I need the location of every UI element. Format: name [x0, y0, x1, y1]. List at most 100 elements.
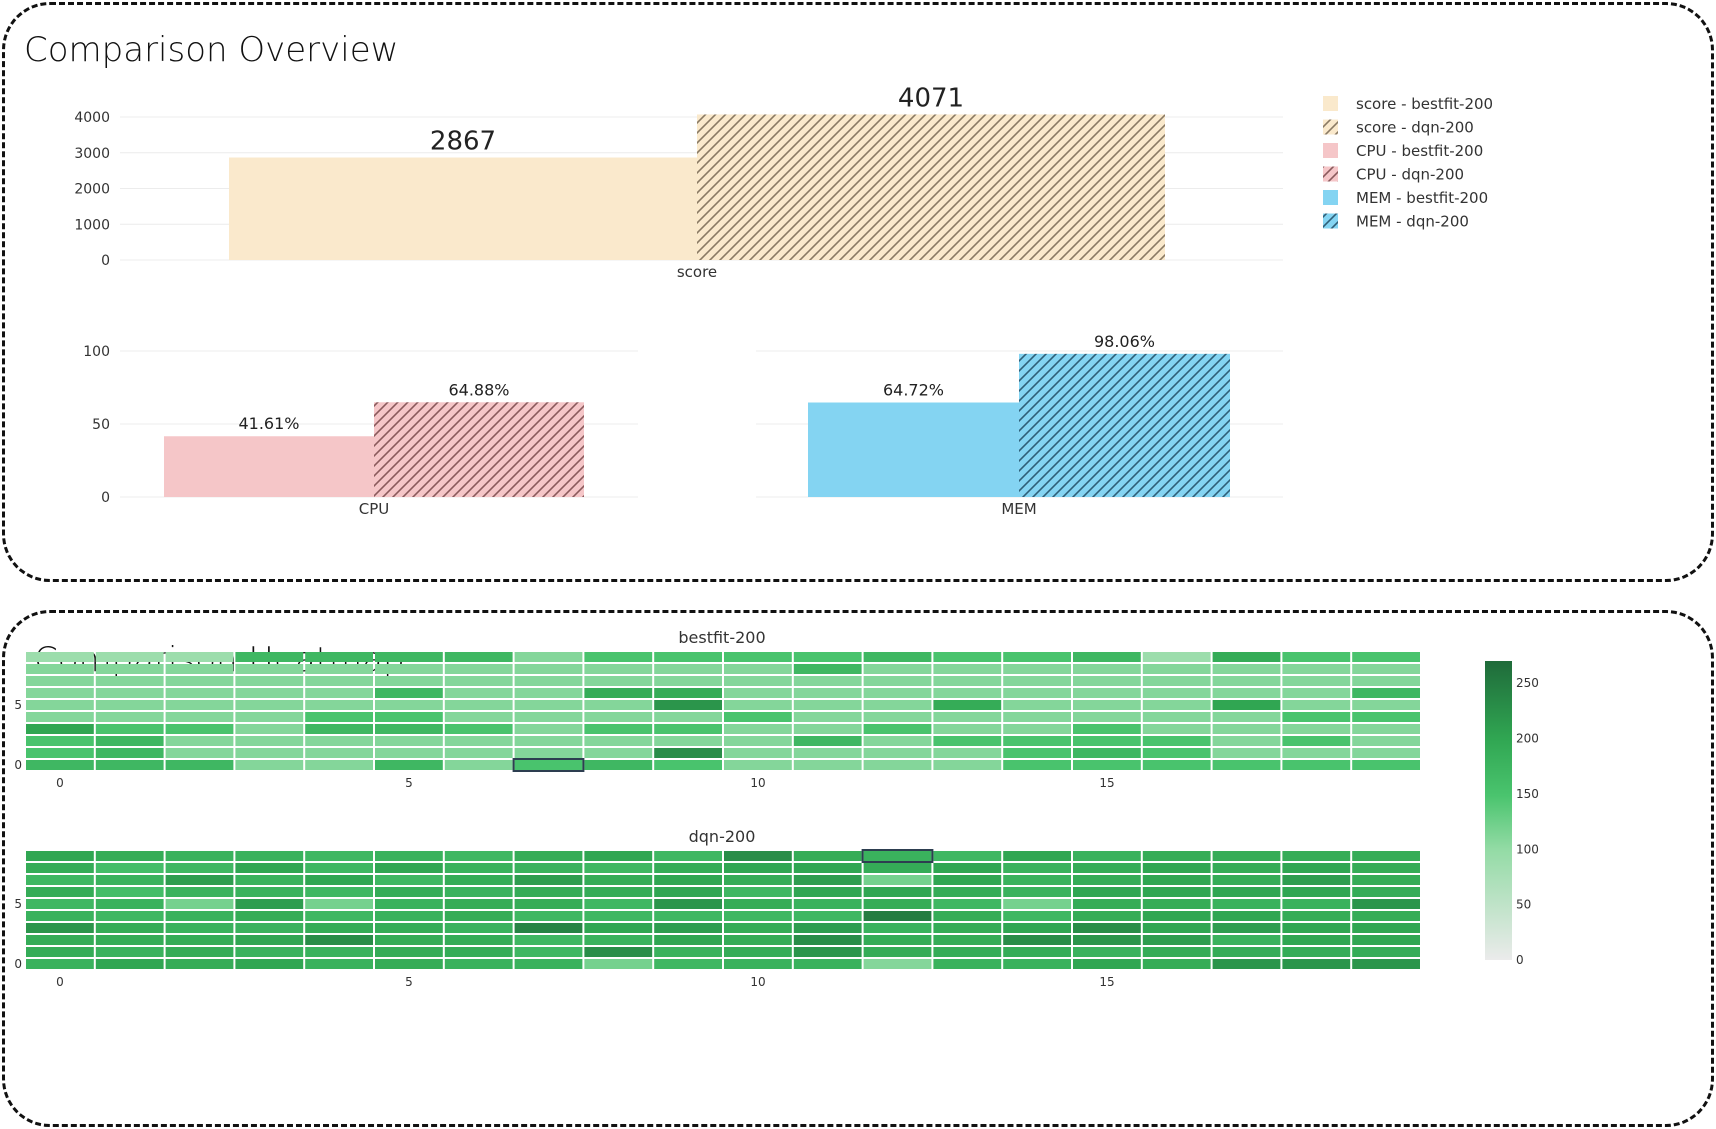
- heatmap-cell[interactable]: [26, 712, 94, 722]
- legend-item[interactable]: CPU - dqn-200: [1323, 166, 1464, 184]
- heatmap-cell[interactable]: [165, 863, 234, 873]
- heatmap-cell[interactable]: [95, 664, 164, 674]
- heatmap-cell[interactable]: [235, 959, 304, 969]
- heatmap-cell[interactable]: [654, 712, 722, 722]
- heatmap-cell[interactable]: [1003, 760, 1071, 770]
- heatmap-cell[interactable]: [1282, 899, 1351, 909]
- heatmap-cell[interactable]: [375, 688, 443, 698]
- heatmap-cell[interactable]: [235, 652, 304, 662]
- heatmap-cell[interactable]: [863, 875, 932, 885]
- heatmap-cell[interactable]: [305, 700, 373, 710]
- heatmap-cell[interactable]: [26, 676, 94, 686]
- heatmap-cell[interactable]: [793, 676, 862, 686]
- heatmap-cell[interactable]: [444, 652, 513, 662]
- bar[interactable]: [697, 114, 1165, 260]
- bar[interactable]: [808, 402, 1019, 497]
- heatmap-cell[interactable]: [1003, 959, 1071, 969]
- heatmap-cell[interactable]: [1212, 688, 1281, 698]
- heatmap-cell[interactable]: [1282, 664, 1351, 674]
- heatmap-cell[interactable]: [165, 724, 234, 734]
- heatmap-cell[interactable]: [933, 700, 1002, 710]
- heatmap-cell[interactable]: [654, 851, 722, 861]
- heatmap-cell[interactable]: [724, 724, 792, 734]
- heatmap-cell[interactable]: [375, 851, 443, 861]
- heatmap-cell[interactable]: [863, 736, 932, 746]
- heatmap-cell[interactable]: [1142, 664, 1211, 674]
- heatmap-cell[interactable]: [26, 911, 94, 921]
- heatmap-cell[interactable]: [444, 724, 513, 734]
- heatmap-cell[interactable]: [235, 923, 304, 933]
- heatmap-cell[interactable]: [235, 947, 304, 957]
- heatmap-cell[interactable]: [584, 875, 653, 885]
- heatmap-cell[interactable]: [584, 887, 653, 897]
- heatmap-cell[interactable]: [1142, 863, 1211, 873]
- heatmap-cell[interactable]: [584, 851, 653, 861]
- heatmap-cell[interactable]: [584, 664, 653, 674]
- heatmap-cell[interactable]: [1003, 911, 1071, 921]
- heatmap-cell[interactable]: [514, 899, 583, 909]
- heatmap-cell[interactable]: [165, 652, 234, 662]
- heatmap-cell[interactable]: [793, 688, 862, 698]
- heatmap-cell[interactable]: [1073, 724, 1141, 734]
- heatmap-cell[interactable]: [863, 712, 932, 722]
- heatmap-cell[interactable]: [95, 959, 164, 969]
- highlighted-cell[interactable]: [512, 758, 585, 772]
- heatmap-cell[interactable]: [933, 652, 1002, 662]
- heatmap-cell[interactable]: [1352, 676, 1420, 686]
- heatmap-cell[interactable]: [1142, 923, 1211, 933]
- heatmap-cell[interactable]: [793, 851, 862, 861]
- heatmap-cell[interactable]: [933, 911, 1002, 921]
- heatmap-cell[interactable]: [514, 959, 583, 969]
- heatmap-cell[interactable]: [165, 887, 234, 897]
- heatmap-cell[interactable]: [95, 724, 164, 734]
- heatmap-cell[interactable]: [444, 760, 513, 770]
- heatmap-cell[interactable]: [1003, 899, 1071, 909]
- heatmap-cell[interactable]: [444, 875, 513, 885]
- heatmap-cell[interactable]: [584, 724, 653, 734]
- heatmap-cell[interactable]: [1352, 923, 1420, 933]
- heatmap-cell[interactable]: [1352, 935, 1420, 945]
- heatmap-cell[interactable]: [1352, 652, 1420, 662]
- heatmap-cell[interactable]: [724, 875, 792, 885]
- heatmap-cell[interactable]: [793, 736, 862, 746]
- heatmap-cell[interactable]: [26, 664, 94, 674]
- heatmap-cell[interactable]: [444, 700, 513, 710]
- heatmap-cell[interactable]: [863, 923, 932, 933]
- heatmap-cell[interactable]: [584, 935, 653, 945]
- highlighted-cell[interactable]: [861, 849, 934, 863]
- heatmap-cell[interactable]: [933, 736, 1002, 746]
- heatmap-cell[interactable]: [793, 652, 862, 662]
- heatmap-cell[interactable]: [654, 899, 722, 909]
- heatmap-cell[interactable]: [375, 959, 443, 969]
- heatmap-cell[interactable]: [1142, 688, 1211, 698]
- heatmap-cell[interactable]: [1282, 736, 1351, 746]
- heatmap-cell[interactable]: [584, 923, 653, 933]
- bar[interactable]: [1019, 353, 1230, 497]
- heatmap-cell[interactable]: [514, 688, 583, 698]
- heatmap-cell[interactable]: [165, 875, 234, 885]
- heatmap-cell[interactable]: [584, 947, 653, 957]
- heatmap-cell[interactable]: [933, 724, 1002, 734]
- heatmap-cell[interactable]: [165, 947, 234, 957]
- heatmap-cell[interactable]: [584, 676, 653, 686]
- heatmap-cell[interactable]: [1142, 676, 1211, 686]
- heatmap-cell[interactable]: [305, 736, 373, 746]
- heatmap-cell[interactable]: [26, 923, 94, 933]
- heatmap-cell[interactable]: [793, 863, 862, 873]
- heatmap-cell[interactable]: [863, 959, 932, 969]
- heatmap-cell[interactable]: [26, 760, 94, 770]
- legend-item[interactable]: MEM - dqn-200: [1323, 213, 1469, 231]
- heatmap-cell[interactable]: [793, 887, 862, 897]
- heatmap-cell[interactable]: [305, 748, 373, 758]
- heatmap-cell[interactable]: [1073, 736, 1141, 746]
- heatmap-cell[interactable]: [305, 959, 373, 969]
- heatmap-cell[interactable]: [724, 652, 792, 662]
- heatmap-cell[interactable]: [724, 688, 792, 698]
- heatmap-cell[interactable]: [1212, 923, 1281, 933]
- heatmap-cell[interactable]: [933, 947, 1002, 957]
- heatmap-cell[interactable]: [95, 923, 164, 933]
- heatmap-cell[interactable]: [305, 676, 373, 686]
- heatmap-cell[interactable]: [95, 887, 164, 897]
- heatmap-cell[interactable]: [375, 947, 443, 957]
- heatmap-cell[interactable]: [165, 664, 234, 674]
